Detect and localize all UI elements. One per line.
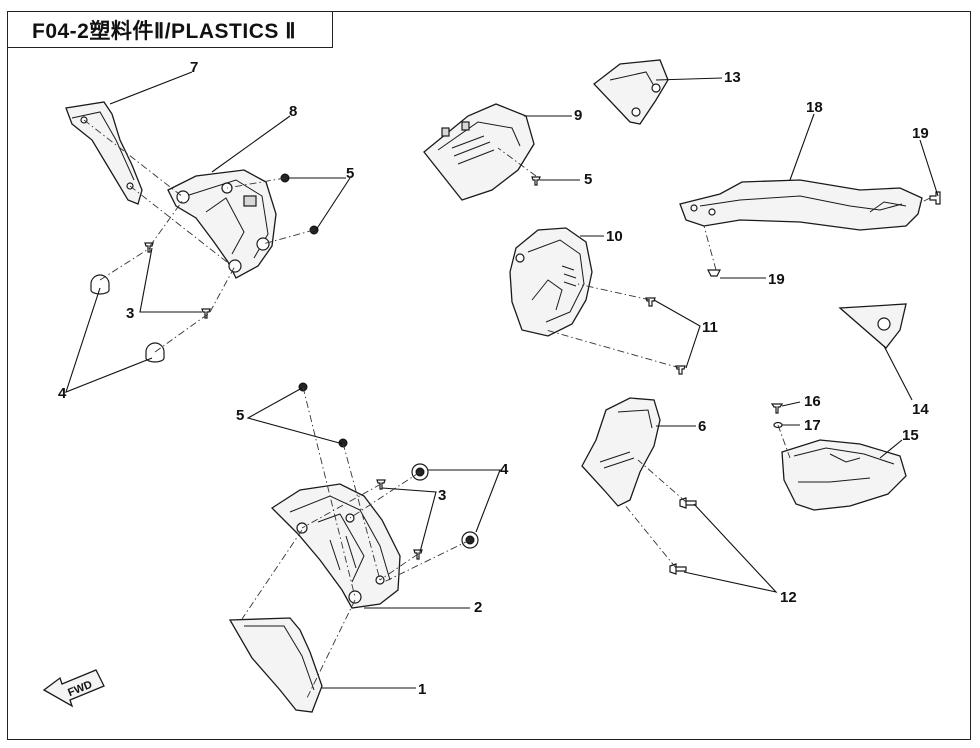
callout-12: 12: [780, 589, 797, 606]
callout-8: 8: [289, 103, 297, 120]
part-14-triangle-plate: [838, 303, 907, 349]
part-9-upper-cover: [423, 103, 535, 201]
callout-1: 1: [418, 681, 426, 698]
callout-2: 2: [474, 599, 482, 616]
part-6-chain-guard: [581, 397, 661, 507]
assembly-lines: [83, 119, 931, 701]
callout-19-top: 19: [912, 125, 929, 142]
part-15-rear-fairing: [781, 439, 907, 511]
callout-19-bottom: 19: [768, 271, 785, 288]
part-8-bracket-cover: [167, 169, 277, 279]
part-18-rear-cover: [679, 179, 923, 231]
callout-6: 6: [698, 418, 706, 435]
callout-4: 4: [58, 385, 67, 402]
leader-lines: [65, 71, 939, 689]
fwd-arrow: FWD: [42, 669, 105, 708]
callout-numbers: 7 8 5 3 4 9 5 13 18 19 19 10 11 14 16 17…: [58, 59, 929, 698]
callout-4-center: 4: [500, 461, 509, 478]
part-16-screw: [770, 403, 784, 414]
callout-5: 5: [346, 165, 354, 182]
callout-3-center: 3: [438, 487, 446, 504]
diagram-title: F04-2塑料件Ⅱ/PLASTICS Ⅱ: [7, 11, 333, 48]
part-13-top-cover: [593, 59, 669, 125]
callout-5-upper: 5: [584, 171, 592, 188]
callout-5-center: 5: [236, 407, 244, 424]
part-11-screws: [645, 297, 686, 375]
callout-9: 9: [574, 107, 582, 124]
part-5-nuts-left: [280, 173, 319, 235]
drawing-frame: [7, 11, 971, 740]
callout-7: 7: [190, 59, 198, 76]
callout-17: 17: [804, 417, 821, 434]
part-3-screws-left: [144, 242, 211, 319]
part-4-grommets-center: [411, 463, 479, 549]
part-12-bolts: [669, 497, 697, 575]
part-5-screw-upper: [531, 176, 541, 186]
part-5-nuts-center: [298, 382, 348, 448]
part-7-side-cover: [65, 101, 143, 205]
part-10-sprocket-cover: [509, 227, 593, 337]
callout-14: 14: [912, 401, 929, 418]
callout-13: 13: [724, 69, 741, 86]
callout-11: 11: [702, 319, 718, 336]
callout-3: 3: [126, 305, 134, 322]
part-4-caps-left: [90, 274, 165, 363]
callout-10: 10: [606, 228, 623, 245]
callout-16: 16: [804, 393, 821, 410]
callout-15: 15: [902, 427, 919, 444]
callout-18: 18: [806, 99, 823, 116]
part-1-lower-panel: [228, 617, 323, 713]
